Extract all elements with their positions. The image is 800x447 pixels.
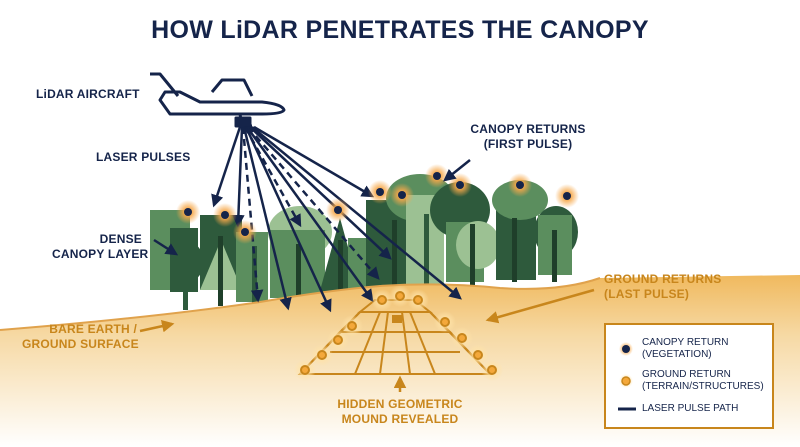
legend-canopy-line2: (VEGETATION) — [642, 349, 712, 360]
legend-ground-line1: GROUND RETURN — [642, 369, 731, 380]
label-bare-earth: BARE EARTH / GROUND SURFACE — [22, 322, 139, 352]
label-canopy-layer-line2: CANOPY LAYER — [52, 247, 149, 261]
page-title: HOW LiDAR PENETRATES THE CANOPY — [151, 16, 649, 44]
ground-return-points — [294, 285, 503, 381]
legend-path: LASER PULSE PATH — [618, 403, 768, 417]
label-bare-earth-line2: GROUND SURFACE — [22, 337, 139, 351]
legend: CANOPY RETURN (VEGETATION) GROUND RETURN… — [604, 323, 774, 429]
label-ground-returns-line1: GROUND RETURNS — [604, 272, 722, 286]
lidar-aircraft-icon — [150, 72, 286, 128]
label-ground-returns-line2: (LAST PULSE) — [604, 287, 690, 301]
label-aircraft: LiDAR AIRCRAFT — [36, 87, 140, 101]
label-canopy-returns: CANOPY RETURNS (FIRST PULSE) — [468, 122, 588, 152]
legend-path-text: LASER PULSE PATH — [642, 403, 739, 414]
label-mound-line2: MOUND REVEALED — [341, 412, 459, 426]
label-canopy-returns-line1: CANOPY RETURNS — [470, 122, 586, 136]
label-canopy-returns-line2: (FIRST PULSE) — [483, 137, 573, 151]
legend-ground-text: GROUND RETURN (TERRAIN/STRUCTURES) — [642, 369, 764, 393]
label-canopy-layer-line1: DENSE — [99, 232, 142, 246]
canopy-return-icon — [619, 342, 633, 356]
callout-arrows — [139, 159, 595, 392]
legend-canopy: CANOPY RETURN (VEGETATION) — [618, 337, 768, 363]
legend-canopy-text: CANOPY RETURN (VEGETATION) — [642, 337, 729, 361]
laser-path-icon — [618, 407, 636, 411]
ground-surface — [0, 275, 800, 447]
ground-line — [0, 277, 601, 331]
label-mound-line1: HIDDEN GEOMETRIC — [337, 397, 463, 411]
legend-ground-line2: (TERRAIN/STRUCTURES) — [642, 381, 764, 392]
label-canopy-layer: DENSE CANOPY LAYER — [52, 232, 149, 262]
legend-ground: GROUND RETURN (TERRAIN/STRUCTURES) — [618, 369, 768, 395]
legend-canopy-line1: CANOPY RETURN — [642, 337, 729, 348]
ground-return-icon — [619, 374, 633, 388]
canopy-return-points — [176, 164, 579, 244]
laser-pulse-paths — [211, 125, 462, 313]
label-mound: HIDDEN GEOMETRIC MOUND REVEALED — [330, 397, 470, 427]
label-bare-earth-line1: BARE EARTH / — [49, 322, 137, 336]
label-laser-pulses: LASER PULSES — [96, 150, 191, 164]
label-ground-returns: GROUND RETURNS (LAST PULSE) — [604, 272, 721, 302]
